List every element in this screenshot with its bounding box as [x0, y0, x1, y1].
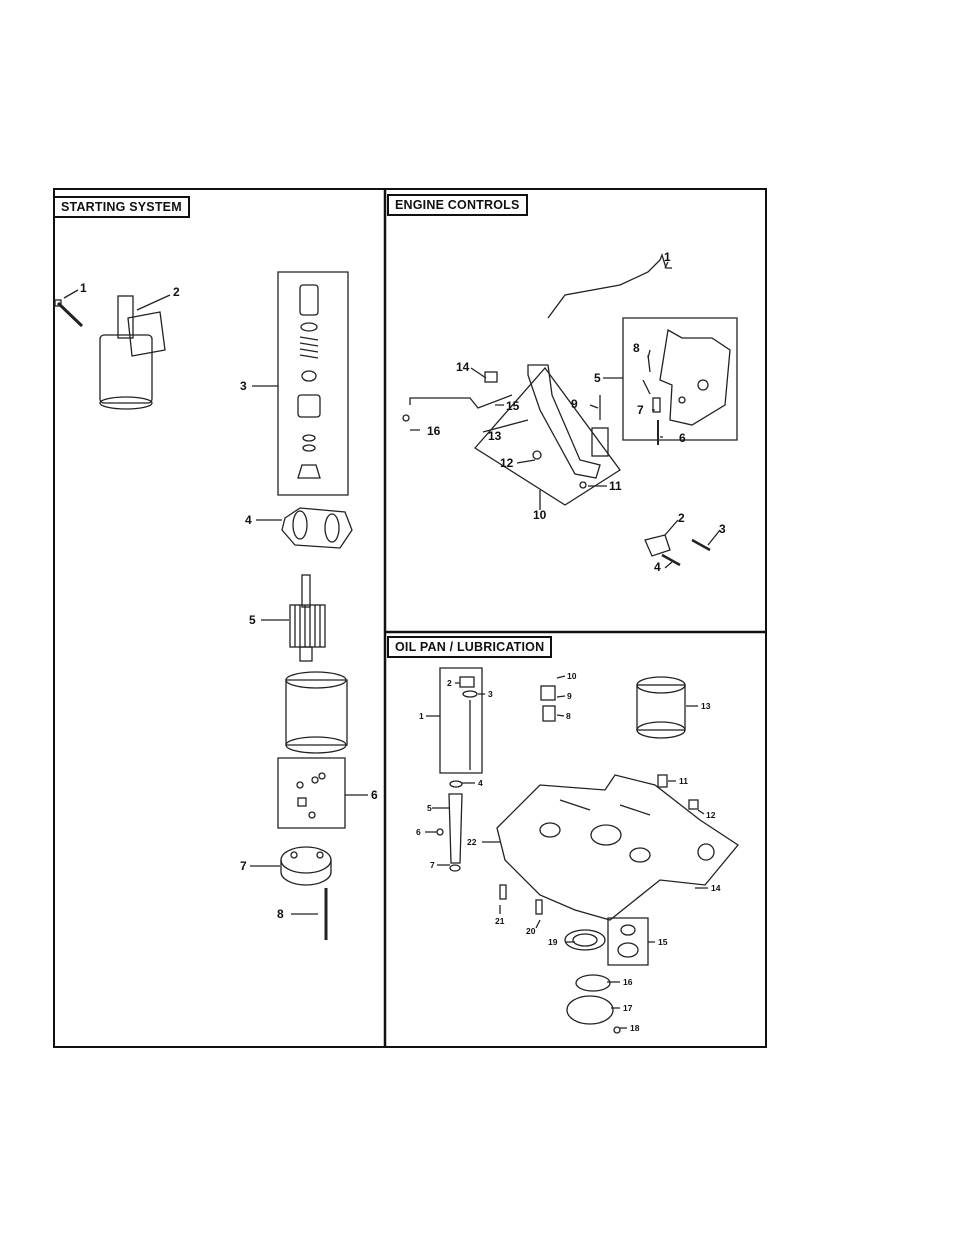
ec-callout-5: 5	[594, 371, 601, 385]
ss-callout-7: 7	[240, 859, 247, 873]
control-bracket-box	[623, 318, 737, 445]
op-callout-3: 3	[488, 689, 493, 699]
ss-callout-8: 8	[277, 907, 284, 921]
ec-callout-4: 4	[654, 560, 661, 574]
drive-kit-box	[278, 272, 348, 495]
ec-callout-12: 12	[500, 456, 514, 470]
ss-callout-3: 3	[240, 379, 247, 393]
ec-callout-6: 6	[679, 431, 686, 445]
ec-callout-13: 13	[488, 429, 502, 443]
op-callout-9: 9	[567, 691, 572, 701]
throttle-cable-drawing	[548, 255, 672, 318]
ss-callout-4: 4	[245, 513, 252, 527]
op-callout-5: 5	[427, 803, 432, 813]
starter-bracket-drawing	[282, 508, 352, 548]
op-callout-21: 21	[495, 916, 505, 926]
op-callout-14: 14	[711, 883, 721, 893]
ss-callout-2: 2	[173, 285, 180, 299]
op-callout-15: 15	[658, 937, 668, 947]
op-callout-8: 8	[566, 711, 571, 721]
op-callout-7: 7	[430, 860, 435, 870]
ec-callout-3: 3	[719, 522, 726, 536]
armature-drawing	[290, 575, 325, 661]
ec-callout-8: 8	[633, 341, 640, 355]
ec-callout-9: 9	[571, 397, 578, 411]
op-callout-20: 20	[526, 926, 536, 936]
brush-kit-box	[278, 758, 345, 828]
ec-callout-7: 7	[637, 403, 644, 417]
motor-housing-drawing	[286, 672, 347, 753]
starter-motor-drawing	[55, 296, 165, 409]
ec-callout-15: 15	[506, 399, 520, 413]
op-callout-22: 22	[467, 837, 477, 847]
ec-callout-1: 1	[664, 250, 671, 264]
op-callout-17: 17	[623, 1003, 633, 1013]
ec-callout-14: 14	[456, 360, 470, 374]
op-callout-18: 18	[630, 1023, 640, 1033]
ss-callout-5: 5	[249, 613, 256, 627]
op-callout-11: 11	[679, 776, 688, 786]
op-callout-4: 4	[478, 778, 483, 788]
op-callout-10: 10	[567, 671, 577, 681]
oil-filter-drawing	[637, 677, 685, 738]
op-callout-13: 13	[701, 701, 711, 711]
end-cap-drawing	[281, 847, 331, 885]
op-callout-12: 12	[706, 810, 716, 820]
governor-lever-assembly	[403, 365, 710, 565]
oil-pan-drawing	[497, 775, 738, 920]
ss-callout-6: 6	[371, 788, 378, 802]
ec-callout-11: 11	[609, 479, 622, 493]
ec-callout-16: 16	[427, 424, 441, 438]
ec-callout-2: 2	[678, 511, 685, 525]
op-callout-16: 16	[623, 977, 633, 987]
op-callout-19: 19	[548, 937, 558, 947]
ec-callout-10: 10	[533, 508, 547, 522]
op-callout-6: 6	[416, 827, 421, 837]
op-callout-2: 2	[447, 678, 452, 688]
op-callout-1: 1	[419, 711, 424, 721]
ss-callout-1: 1	[80, 281, 87, 295]
